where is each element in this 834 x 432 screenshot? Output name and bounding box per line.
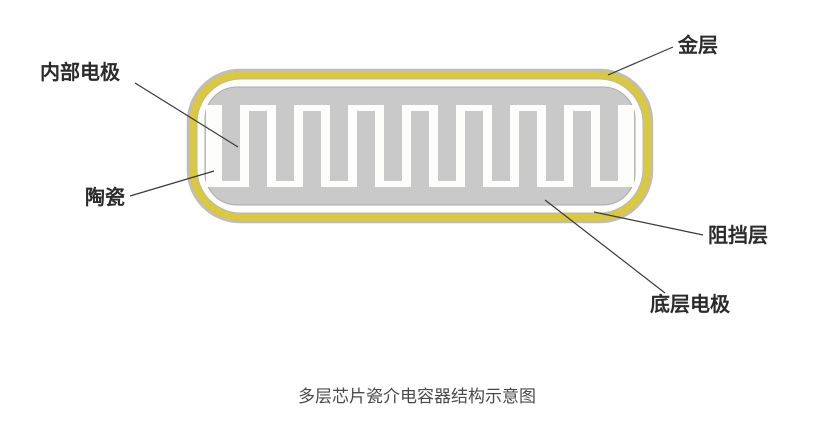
electrode-teeth — [222, 105, 618, 187]
label-bottom-electrode: 底层电极 — [650, 292, 731, 316]
electrode-tooth — [465, 111, 483, 187]
label-gold-layer: 金层 — [677, 33, 718, 57]
label-internal-electrode: 内部电极 — [40, 60, 121, 84]
electrode-tooth — [519, 111, 537, 187]
electrode-tooth — [249, 111, 267, 187]
electrode-tooth — [492, 105, 510, 181]
electrode-tooth — [411, 111, 429, 187]
electrode-tooth — [438, 105, 456, 181]
label-barrier-layer: 阻挡层 — [708, 224, 768, 247]
leader-line-ceramic — [129, 170, 215, 197]
leader-line-gold-layer — [607, 46, 674, 76]
electrode-tooth — [276, 105, 294, 181]
electrode-tooth — [330, 105, 348, 181]
electrode-tooth — [573, 111, 591, 187]
label-ceramic: 陶瓷 — [85, 185, 125, 209]
electrode-tooth — [600, 105, 618, 181]
diagram-caption: 多层芯片瓷介电容器结构示意图 — [298, 387, 536, 406]
leader-line-bottom-electrode — [544, 199, 666, 294]
electrode-tooth — [357, 111, 375, 187]
electrode-tooth — [384, 105, 402, 181]
electrode-tooth — [546, 105, 564, 181]
leader-line-internal-electrode — [134, 82, 239, 148]
electrode-tooth — [303, 111, 321, 187]
leader-line-barrier-layer — [593, 211, 704, 236]
